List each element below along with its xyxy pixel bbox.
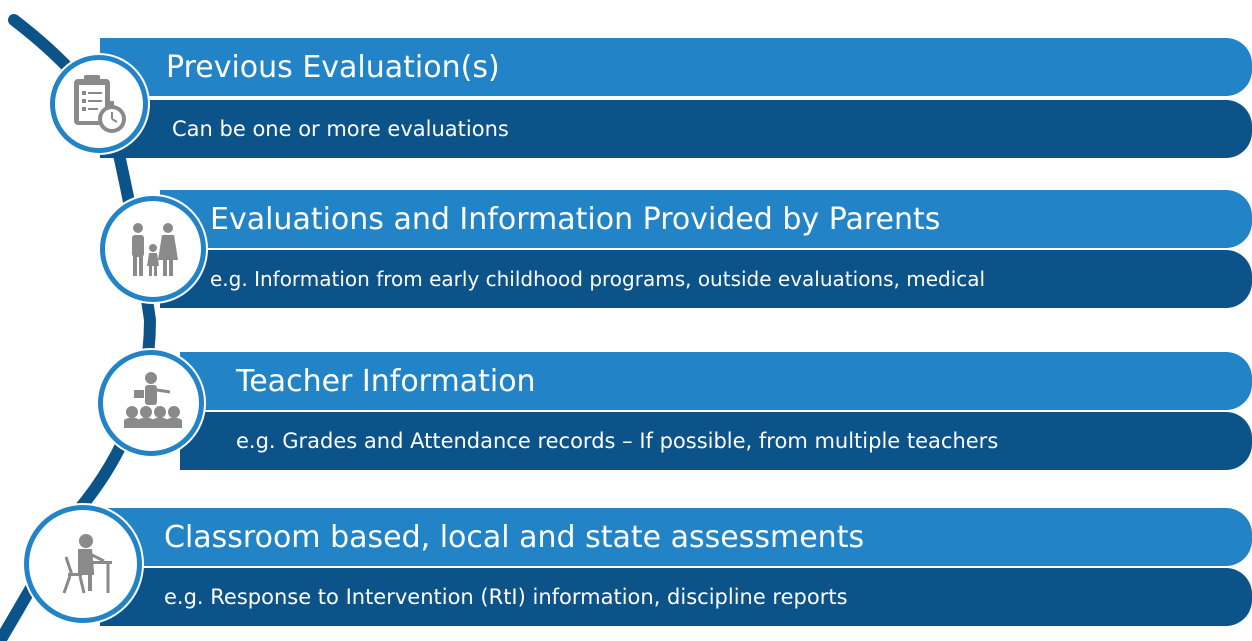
row-1-icon-circle <box>50 55 148 153</box>
row-1-description-bar: Can be one or more evaluations <box>100 100 1252 158</box>
row-1-title-bar: Previous Evaluation(s) <box>100 38 1252 96</box>
row-3-icon-circle <box>98 350 204 456</box>
row-3-description-bar: e.g. Grades and Attendance records – If … <box>180 412 1252 470</box>
row-2-icon-circle <box>100 196 206 302</box>
row-2-title-bar: Evaluations and Information Provided by … <box>160 190 1252 248</box>
clipboard-stopwatch-icon <box>74 75 126 133</box>
row-2-description-bar: e.g. Information from early childhood pr… <box>160 250 1252 308</box>
row-4-title: Classroom based, local and state assessm… <box>164 519 865 555</box>
row-4-description: e.g. Response to Intervention (RtI) info… <box>164 585 848 609</box>
teacher-students-icon <box>124 372 182 428</box>
row-4-title-bar: Classroom based, local and state assessm… <box>100 508 1252 566</box>
row-3-description: e.g. Grades and Attendance records – If … <box>236 429 999 453</box>
row-2-title: Evaluations and Information Provided by … <box>210 201 941 237</box>
row-4-description-bar: e.g. Response to Intervention (RtI) info… <box>100 568 1252 626</box>
row-1-title: Previous Evaluation(s) <box>166 49 500 85</box>
row-4-icon-circle <box>24 505 142 623</box>
student-desk-icon <box>62 534 112 594</box>
row-3-title: Teacher Information <box>236 363 536 399</box>
row-1-description: Can be one or more evaluations <box>172 117 509 141</box>
family-icon <box>132 223 178 276</box>
row-2-description: e.g. Information from early childhood pr… <box>210 267 986 291</box>
row-3-title-bar: Teacher Information <box>180 352 1252 410</box>
